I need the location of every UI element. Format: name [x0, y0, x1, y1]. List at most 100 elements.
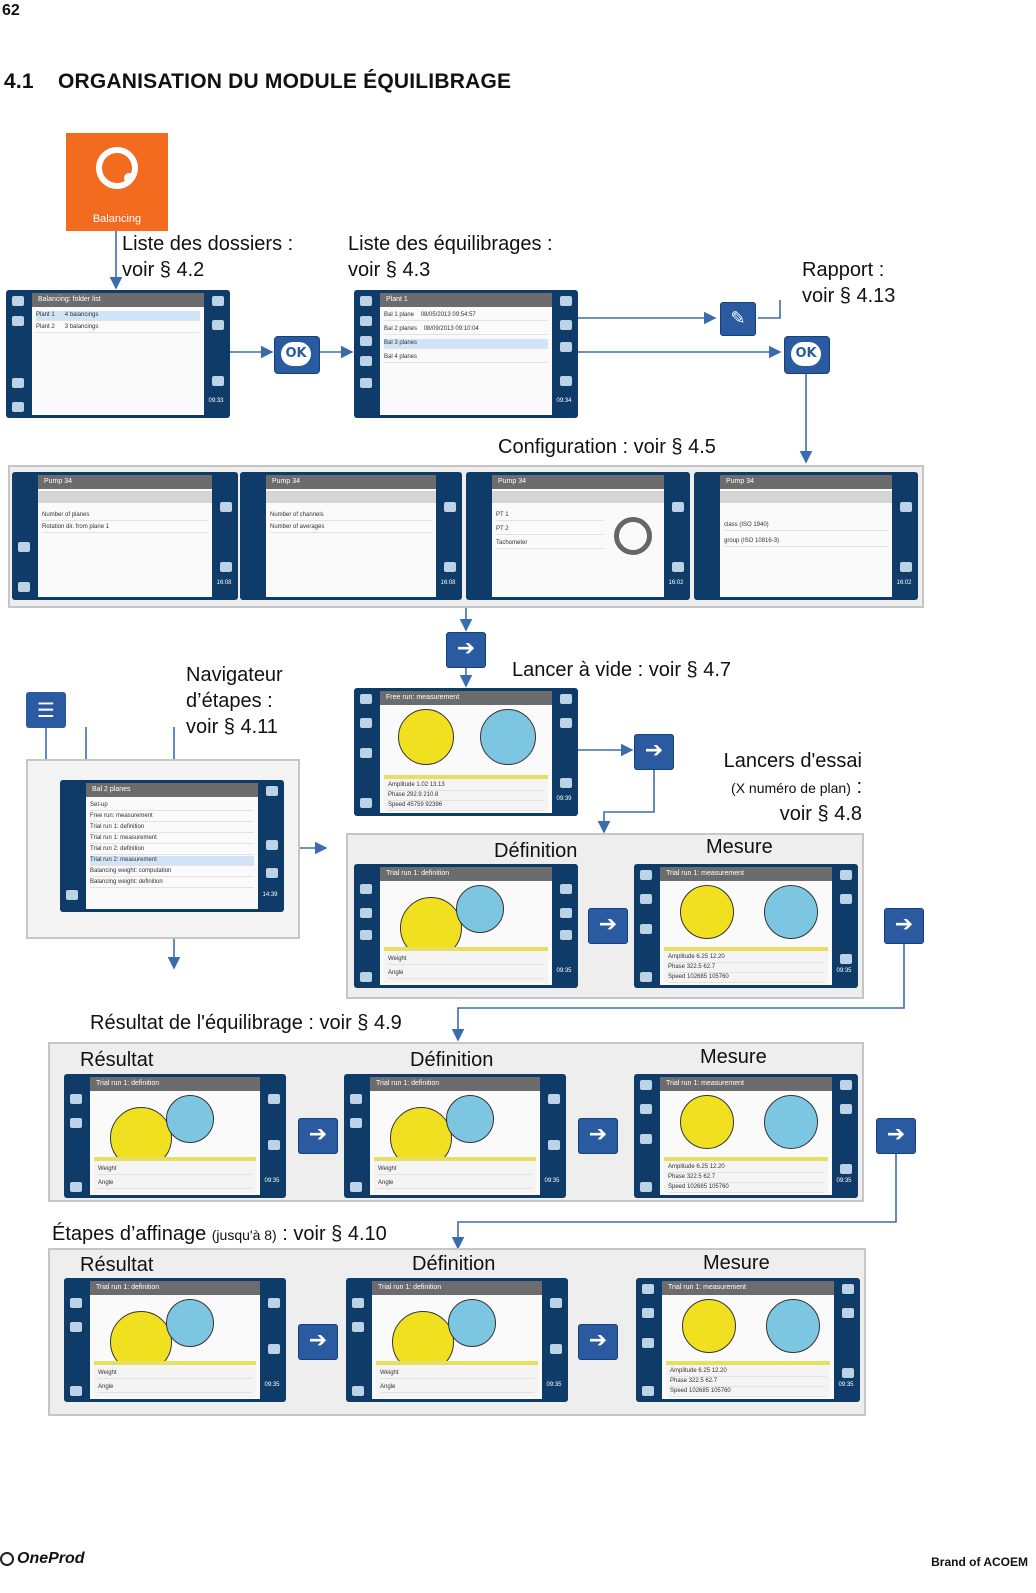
plane2-polar	[480, 709, 536, 765]
measurement-table: Amplitude 1.02 13.13 Phase 292.9 210.8 S…	[384, 775, 548, 811]
label-trial-runs-note: (X numéro de plan)	[731, 780, 851, 796]
screen-config-sensor[interactable]: Pump 34 PT 1 PT 2 Tachometer 16:02	[466, 472, 690, 600]
step-item[interactable]: Set-up	[90, 801, 254, 811]
cell-value: 102685	[687, 1184, 708, 1190]
left-toolbar	[346, 1278, 370, 1402]
clock: 09:35	[544, 1178, 560, 1184]
screen-trim-measurement[interactable]: Trial run 1: measurement Amplitude 6.25 …	[636, 1278, 860, 1402]
navigator-list-button[interactable]: ☰	[26, 692, 66, 728]
definition-title: Trial run 1: definition	[370, 1077, 540, 1091]
loop-arrow-button[interactable]: ➔	[884, 908, 924, 944]
label-navigator-l1: Navigateur	[186, 664, 283, 686]
balancing-row[interactable]: Bal 1 plane 08/05/2013 09:54:57	[384, 311, 548, 321]
cell-value: 6.25	[698, 1368, 711, 1374]
heading-number: 4.1	[4, 70, 34, 93]
next-arrow-button[interactable]: ➔	[578, 1118, 618, 1154]
cell-value: 322.5	[686, 1174, 702, 1180]
left-toolbar	[354, 864, 378, 988]
balancing-date: 08/09/2013 09:10:04	[423, 326, 479, 332]
next-arrow-button[interactable]: ➔	[298, 1324, 338, 1360]
step-item[interactable]: Free run: measurement	[90, 812, 254, 822]
clock: 09:33	[208, 398, 224, 404]
folder-row[interactable]: Plant 2 3 balancings	[36, 323, 200, 333]
balancing-app-icon[interactable]: Balancing	[66, 133, 168, 231]
label-navigator-l2: d’étapes :	[186, 690, 273, 712]
balancing-name: Bal 2 planes	[384, 326, 418, 332]
cell-label: Phase	[670, 1378, 688, 1384]
right-toolbar	[438, 472, 462, 600]
screen-navigator[interactable]: Bal 2 planes Set-up Free run: measuremen…	[60, 780, 284, 912]
footer-brand: Brand of ACOEM	[931, 1555, 1028, 1569]
balancing-row[interactable]: Bal 4 planes	[384, 353, 548, 363]
left-toolbar	[634, 864, 658, 988]
result-title: Trial run 1: definition	[90, 1077, 260, 1091]
next-arrow-button[interactable]: ➔	[578, 1324, 618, 1360]
cell-value: 105760	[708, 1184, 729, 1190]
label-balancings-ref: voir § 4.3	[348, 259, 431, 281]
screen-config-units[interactable]: Pump 34 class (ISO 1940) group (ISO 1081…	[694, 472, 918, 600]
config-row: Number of averages	[270, 523, 432, 533]
cell-label: Speed	[668, 974, 686, 980]
left-toolbar	[354, 688, 378, 816]
screen-trial-measurement[interactable]: Trial run 1: measurement Amplitude 6.25 …	[634, 864, 858, 988]
screen-balancing-list[interactable]: Plant 1 Bal 1 plane 08/05/2013 09:54:57 …	[354, 290, 578, 418]
left-toolbar	[60, 780, 84, 912]
config-title: Pump 34	[492, 475, 664, 489]
result-definition-label: Définition	[410, 1049, 494, 1071]
cell-value: 12.20	[711, 1368, 727, 1374]
measurement-title: Trial run 1: measurement	[662, 1281, 834, 1295]
left-toolbar	[344, 1074, 368, 1198]
balancing-row[interactable]: Bal 3 planes	[384, 339, 548, 349]
loop-arrow-button[interactable]: ➔	[876, 1118, 916, 1154]
trial-runs-arrow-button[interactable]: ➔	[634, 734, 674, 770]
ok-button-2[interactable]: OK	[784, 336, 830, 374]
step-item[interactable]: Trial run 1: measurement	[90, 834, 254, 844]
screen-result-measurement[interactable]: Trial run 1: measurement Amplitude 6.25 …	[634, 1074, 858, 1198]
trim-definition-label: Définition	[412, 1253, 496, 1275]
cell-label: Angle	[380, 1383, 534, 1393]
trial-definition-label: Définition	[494, 840, 578, 862]
next-arrow-button[interactable]: ➔	[588, 908, 628, 944]
step-item[interactable]: Balancing weight: definition	[90, 878, 254, 888]
config-tabs[interactable]	[492, 491, 664, 503]
ok-button-1[interactable]: OK	[274, 336, 320, 374]
step-item[interactable]: Trial run 1: definition	[90, 823, 254, 833]
plane2-polar	[448, 1299, 496, 1347]
plane2-polar	[764, 885, 818, 939]
label-navigator: Navigateur d’étapes : voir § 4.11	[186, 662, 283, 740]
screen-config-measurement[interactable]: Pump 34 Number of channels Number of ave…	[240, 472, 462, 600]
cell-label: Amplitude	[670, 1368, 697, 1374]
cell-value: 12.20	[709, 1164, 725, 1170]
step-item[interactable]: Balancing weight: computation	[90, 867, 254, 877]
config-tabs[interactable]	[38, 491, 212, 503]
right-toolbar	[666, 472, 690, 600]
step-item[interactable]: Trial run 2: definition	[90, 845, 254, 855]
screen-free-run[interactable]: Free run: measurement Amplitude 1.02 13.…	[354, 688, 578, 816]
next-arrow-button[interactable]: ➔	[298, 1118, 338, 1154]
config-tabs[interactable]	[266, 491, 436, 503]
right-toolbar	[834, 1074, 858, 1198]
balancing-row[interactable]: Bal 2 planes 08/09/2013 09:10:04	[384, 325, 548, 335]
step-item[interactable]: Trial run 2: measurement	[90, 856, 254, 866]
left-toolbar	[64, 1278, 88, 1402]
config-row: group (ISO 10816-3)	[724, 537, 888, 547]
folder-row[interactable]: Plant 1 4 balancings	[36, 311, 200, 321]
next-arrow-button[interactable]: ➔	[446, 632, 486, 668]
config-tabs[interactable]	[720, 491, 892, 503]
clock: 14:39	[262, 892, 278, 898]
cell-label: Weight	[98, 1369, 252, 1379]
screen-folder-list[interactable]: Balancing: folder list Plant 1 4 balanci…	[6, 290, 230, 418]
screen-config-machine[interactable]: Pump 34 Number of planes Rotation dir. f…	[12, 472, 238, 600]
cell-label: Weight	[380, 1369, 534, 1379]
balancing-logo-dot	[124, 173, 134, 183]
plane2-polar	[764, 1095, 818, 1149]
report-edit-button[interactable]: ✎	[720, 302, 756, 336]
label-trial-runs: Lancers d'essai (X numéro de plan) : voi…	[660, 748, 862, 827]
right-toolbar	[544, 1278, 568, 1402]
